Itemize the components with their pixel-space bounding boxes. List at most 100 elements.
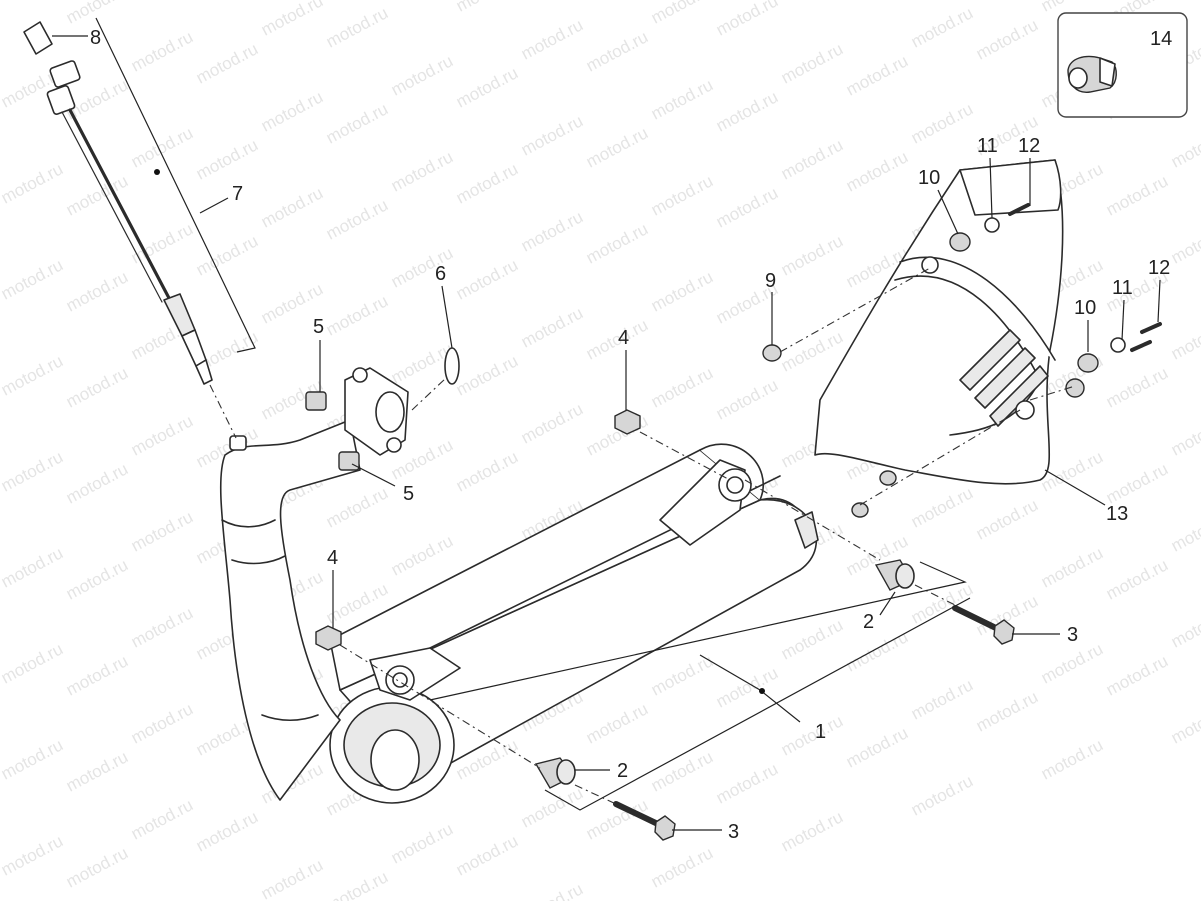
watermark-text: motod.ru: [778, 231, 846, 279]
watermark-text: motod.ru: [453, 159, 521, 207]
watermark-text: motod.ru: [908, 483, 976, 531]
watermark-text: motod.ru: [258, 855, 326, 901]
callout-9: 9: [765, 270, 776, 292]
watermark-text: motod.ru: [388, 51, 456, 99]
watermark-text: motod.ru: [0, 351, 66, 399]
muffler: [329, 443, 819, 804]
watermark-text: motod.ru: [1103, 459, 1171, 507]
callout-11-upper: 11: [977, 135, 998, 157]
callout-12-upper: 12: [1018, 135, 1040, 157]
watermark-text: motod.ru: [1038, 735, 1106, 783]
watermark-text: motod.ru: [0, 255, 66, 303]
inset-label-14: 14: [1150, 28, 1172, 50]
watermark-text: motod.ru: [258, 183, 326, 231]
watermark-text: motod.ru: [778, 615, 846, 663]
watermark-text: motod.ru: [1168, 411, 1201, 459]
watermark-text: motod.ru: [453, 831, 521, 879]
watermark-text: motod.ru: [1103, 555, 1171, 603]
watermark-text: motod.ru: [258, 0, 326, 40]
watermark-text: motod.ru: [323, 99, 391, 147]
watermark-text: motod.ru: [0, 303, 1, 351]
watermark-text: motod.ru: [63, 555, 131, 603]
watermark-text: motod.ru: [713, 375, 781, 423]
heat-shield: [814, 159, 1064, 485]
callout-labels: 8 7 5 5 6 4 4 9 10 11 12 10 11 12 13 2 3…: [90, 27, 1170, 843]
watermark-text: motod.ru: [0, 879, 1, 901]
bolt-upper: [952, 605, 1015, 645]
watermark-text: motod.ru: [1038, 639, 1106, 687]
watermark-text: motod.ru: [388, 819, 456, 867]
watermark-text: motod.ru: [128, 699, 196, 747]
watermark-text: motod.ru: [908, 99, 976, 147]
watermark-text: motod.ru: [843, 147, 911, 195]
watermark-text: motod.ru: [128, 123, 196, 171]
watermark-text: motod.ru: [1168, 123, 1201, 171]
watermark-text: motod.ru: [518, 207, 586, 255]
bolt-lower: [613, 801, 676, 841]
watermark-text: motod.ru: [713, 87, 781, 135]
watermark-text: motod.ru: [583, 219, 651, 267]
watermark-text: motod.ru: [63, 651, 131, 699]
watermark-text: motod.ru: [843, 627, 911, 675]
watermark-text: motod.ru: [453, 0, 521, 16]
watermark-text: motod.ru: [63, 747, 131, 795]
watermark-text: motod.ru: [778, 807, 846, 855]
watermark-text: motod.ru: [0, 207, 1, 255]
watermark-text: motod.ru: [518, 879, 586, 901]
watermark-text: motod.ru: [583, 27, 651, 75]
watermark-text: motod.ru: [193, 231, 261, 279]
watermark-text: motod.ru: [518, 111, 586, 159]
watermark-text: motod.ru: [908, 3, 976, 51]
oxygen-sensor: [23, 21, 213, 385]
watermark-text: motod.ru: [0, 111, 1, 159]
watermark-text: motod.ru: [388, 0, 456, 4]
watermark-text: motod.ru: [0, 399, 1, 447]
watermark-text: motod.ru: [0, 591, 1, 639]
watermark-text: motod.ru: [128, 411, 196, 459]
watermark-text: motod.ru: [63, 267, 131, 315]
watermark-text: motod.ru: [778, 39, 846, 87]
watermark-text: motod.ru: [648, 75, 716, 123]
watermark-text: motod.ru: [0, 639, 66, 687]
watermark-text: motod.ru: [63, 363, 131, 411]
assembly-axes: [209, 267, 1076, 805]
callout-13: 13: [1106, 503, 1128, 525]
header-pipe: [219, 367, 409, 801]
watermark-text: motod.ru: [908, 675, 976, 723]
watermark-text: motod.ru: [63, 843, 131, 891]
callout-3-lower: 3: [728, 821, 739, 843]
watermark-text: motod.ru: [323, 291, 391, 339]
watermark-text: motod.ru: [583, 699, 651, 747]
watermark-text: motod.ru: [778, 711, 846, 759]
watermark-text: motod.ru: [63, 459, 131, 507]
callout-6: 6: [435, 263, 446, 285]
watermark-text: motod.ru: [0, 831, 66, 879]
watermark-text: motod.ru: [648, 267, 716, 315]
callout-2-upper: 2: [863, 611, 874, 633]
watermark-text: motod.ru: [518, 399, 586, 447]
inset-panel: 14: [1057, 12, 1188, 118]
watermark-text: motod.ru: [63, 0, 131, 28]
watermark-text: motod.ru: [648, 171, 716, 219]
watermark-text: motod.ru: [0, 159, 66, 207]
watermark-text: motod.ru: [843, 0, 911, 4]
watermark-text: motod.ru: [128, 795, 196, 843]
watermark-text: motod.ru: [908, 771, 976, 819]
watermark-text: motod.ru: [713, 0, 781, 40]
callout-7: 7: [232, 183, 243, 205]
watermark-text: motod.ru: [1168, 699, 1201, 747]
watermark-text: motod.ru: [128, 507, 196, 555]
watermark-text: motod.ru: [648, 0, 716, 28]
watermark-text: motod.ru: [0, 15, 1, 63]
leader-lines: [52, 17, 1161, 831]
bushing-lower: [534, 757, 576, 789]
watermark-text: motod.ru: [453, 447, 521, 495]
watermark-text: motod.ru: [453, 63, 521, 111]
callout-4-lower: 4: [327, 547, 338, 569]
watermark-text: motod.ru: [388, 147, 456, 195]
bushing-upper: [874, 559, 915, 591]
watermark-text: motod.ru: [583, 123, 651, 171]
watermark-text: motod.ru: [388, 531, 456, 579]
callout-8: 8: [90, 27, 101, 49]
